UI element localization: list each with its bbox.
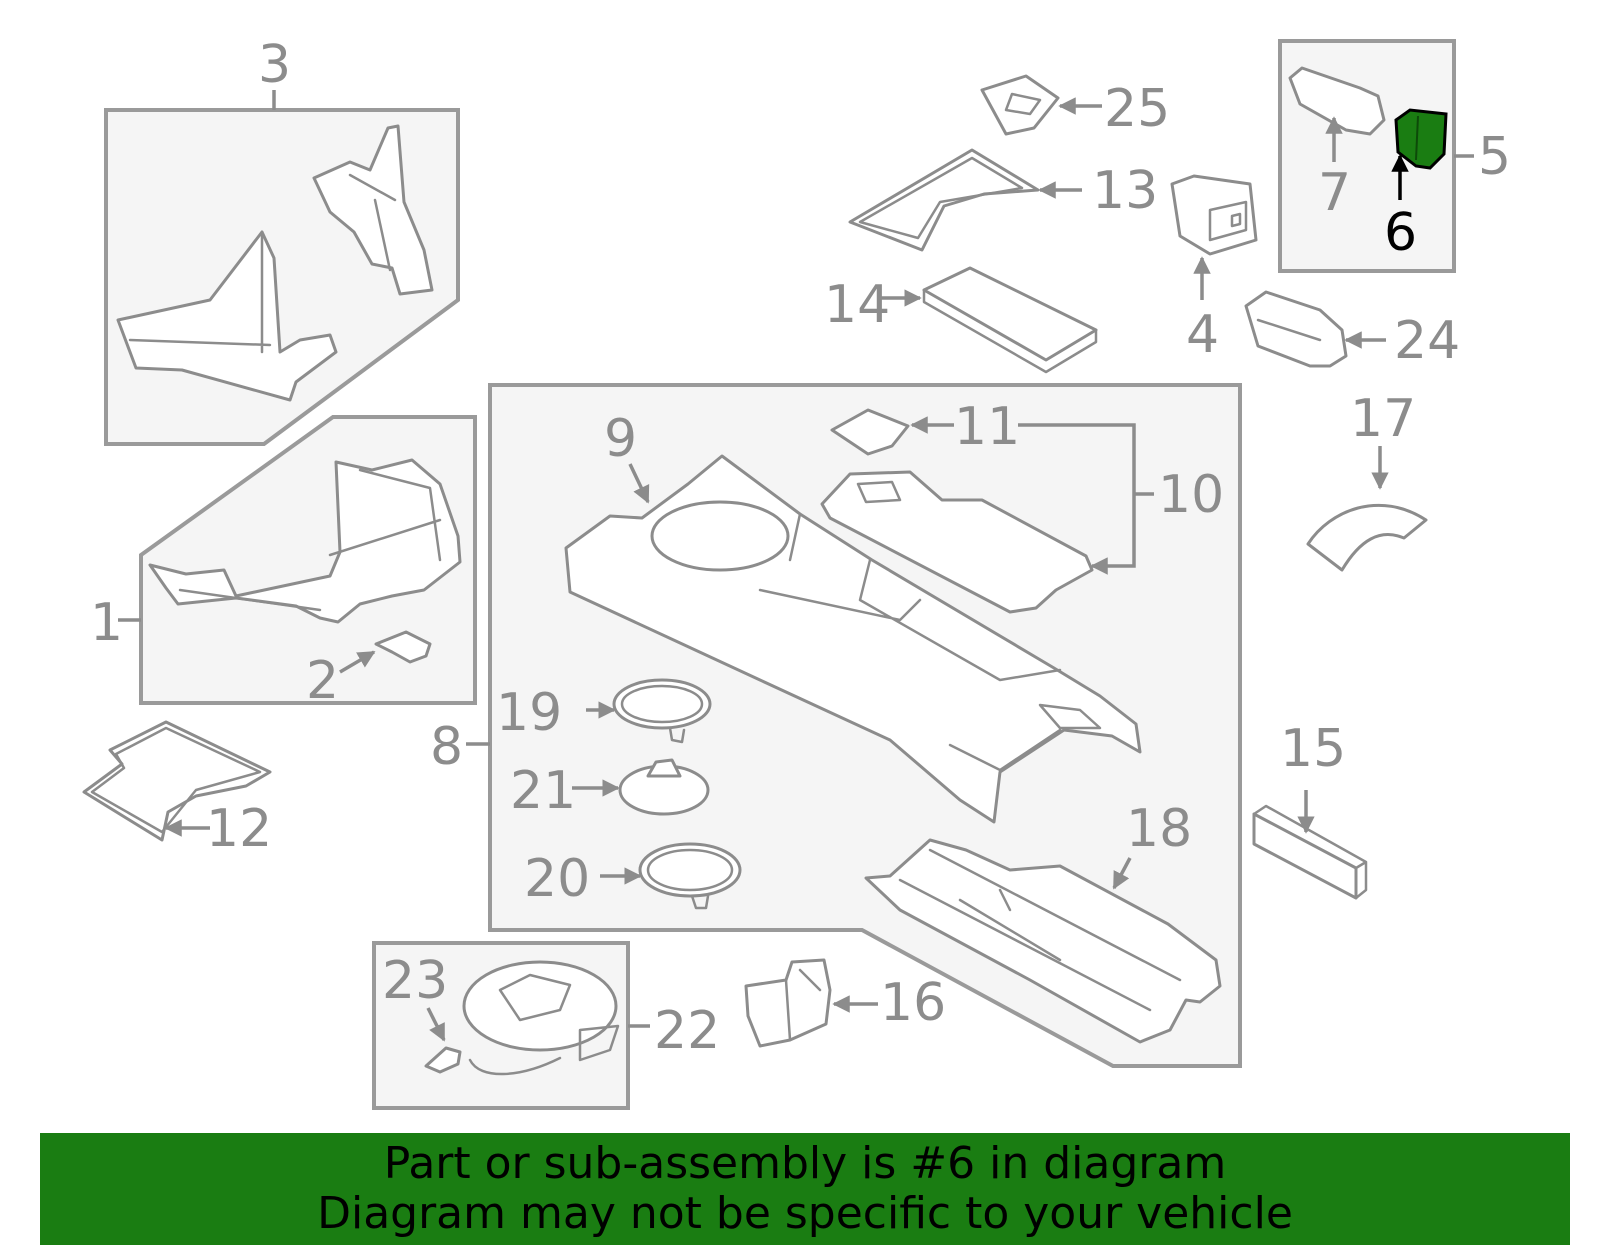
callout-21[interactable]: 21 [510, 761, 576, 821]
part-10-armrest-lid[interactable] [820, 470, 1094, 614]
callout-24[interactable]: 24 [1394, 311, 1460, 371]
callout-23[interactable]: 23 [382, 951, 448, 1011]
callout-10[interactable]: 10 [1158, 465, 1224, 525]
callout-11[interactable]: 11 [954, 397, 1020, 457]
part-9-console-body[interactable] [564, 454, 1142, 824]
part-21-boot[interactable] [618, 758, 710, 816]
callout-16[interactable]: 16 [880, 973, 946, 1033]
part-3-console-side-panel[interactable] [116, 230, 338, 402]
part-7-cover[interactable] [1288, 66, 1386, 136]
callout-4[interactable]: 4 [1186, 305, 1219, 365]
callout-6-highlighted[interactable]: 6 [1384, 203, 1417, 263]
part-2-clip[interactable] [374, 630, 432, 664]
callout-7[interactable]: 7 [1318, 163, 1351, 223]
part-16-bracket[interactable] [744, 958, 832, 1048]
part-14-mat[interactable] [922, 266, 1098, 374]
part-18-tray[interactable] [864, 838, 1222, 1044]
part-19-ring[interactable] [612, 678, 712, 744]
group-box-1 [118, 415, 477, 705]
callout-2[interactable]: 2 [306, 651, 339, 711]
part-25-switch[interactable] [980, 74, 1060, 136]
part-11-insert[interactable] [830, 408, 910, 456]
callout-18[interactable]: 18 [1126, 799, 1192, 859]
callout-22[interactable]: 22 [654, 1001, 720, 1061]
callout-3[interactable]: 3 [258, 35, 291, 95]
part-23-bulb[interactable] [424, 1046, 462, 1074]
part-4-switch[interactable] [1170, 174, 1258, 256]
callout-20[interactable]: 20 [524, 849, 590, 909]
banner-line-1: Part or sub-assembly is #6 in diagram [383, 1138, 1227, 1189]
callout-1[interactable]: 1 [90, 593, 123, 653]
callout-15[interactable]: 15 [1280, 719, 1346, 779]
group-box-3 [104, 90, 460, 446]
group-box-22 [372, 941, 650, 1110]
group-box-5 [1278, 39, 1474, 273]
callout-25[interactable]: 25 [1104, 79, 1170, 139]
banner-line-2: Diagram may not be specific to your vehi… [317, 1188, 1293, 1239]
part-13-mat[interactable] [848, 148, 1040, 252]
callout-19[interactable]: 19 [496, 683, 562, 743]
callout-17[interactable]: 17 [1350, 389, 1416, 449]
part-15-trim-strip[interactable] [1252, 804, 1368, 900]
part-24-handle[interactable] [1244, 290, 1348, 368]
callout-12[interactable]: 12 [206, 799, 272, 859]
part-1-console-bracket[interactable] [148, 458, 462, 624]
callout-9[interactable]: 9 [604, 409, 637, 469]
callout-13[interactable]: 13 [1092, 161, 1158, 221]
part-22-shift-indicator[interactable] [462, 960, 620, 1076]
callout-8[interactable]: 8 [430, 717, 463, 777]
callout-5[interactable]: 5 [1478, 127, 1511, 187]
group-box-8 [466, 383, 1242, 1068]
callout-labels: 3 1 2 12 8 9 11 10 19 21 20 18 23 22 16 … [90, 35, 1511, 1061]
part-20-ring[interactable] [638, 842, 742, 910]
part-3-console-bracket[interactable] [312, 124, 434, 296]
part-17-cover[interactable] [1306, 503, 1428, 572]
callout-14[interactable]: 14 [824, 275, 890, 335]
info-banner: Part or sub-assembly is #6 in diagram Di… [40, 1133, 1570, 1245]
